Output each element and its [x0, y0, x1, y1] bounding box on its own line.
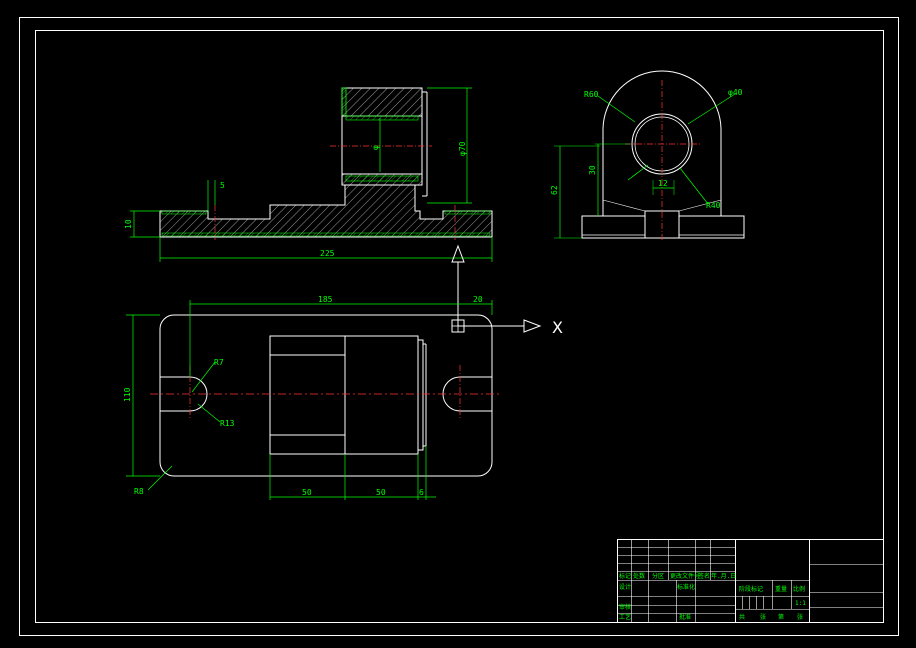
tb-row1-c4: 更改文件号: [670, 572, 700, 580]
top-base-outline: [159, 314, 493, 477]
tb-col-stage: 阶段标记: [739, 585, 763, 593]
tb-row2-c2: 标准化: [677, 583, 695, 591]
inner-border: [35, 30, 884, 623]
dim-r7: R7: [214, 358, 224, 367]
tb-row4-c1: 工艺: [619, 613, 631, 621]
tb-row1-c5: 签名: [698, 572, 710, 580]
top-left-slot: [160, 376, 208, 412]
dim-phi70: φ70: [458, 141, 467, 156]
boss-bushing-top: [341, 87, 347, 117]
top-view: 185 20 110 R7 R13 R8 50 50 6: [123, 295, 500, 500]
dim-10: 10: [124, 219, 133, 229]
dim-r40: R40: [706, 201, 721, 210]
dim-110: 110: [123, 387, 132, 402]
dim-62: 62: [550, 185, 559, 195]
dim-30: 30: [588, 165, 597, 175]
dim-6: 6: [419, 488, 424, 497]
dim-bore: φ: [371, 145, 380, 150]
tb-row1-c3: 分区: [652, 572, 664, 580]
tb-row4-c2: 批准: [679, 613, 691, 621]
top-boss: [269, 335, 419, 455]
dim-225: 225: [320, 249, 335, 258]
tb-col-scale: 比例: [793, 585, 805, 593]
boss-bushing-ring: [345, 175, 419, 182]
tb-row2-c1: 设计: [619, 583, 631, 591]
boss-bore: [341, 115, 423, 175]
tb-footer-3: 第: [778, 613, 784, 621]
boss-top-section: [341, 87, 423, 117]
dim-r60: R60: [584, 90, 599, 99]
side-view: R60 φ40 R40 30 62 12: [550, 70, 745, 242]
dim-r8: R8: [134, 487, 144, 496]
title-block: 标记 处数 分区 更改文件号 签名 年.月.日 设计 标准化 审核 工艺 批准 …: [617, 539, 884, 623]
tb-row1-c6: 年.月.日: [711, 572, 736, 580]
tb-row1-c1: 标记: [619, 572, 631, 580]
dim-50b: 50: [376, 488, 386, 497]
outer-border: [19, 17, 899, 636]
dim-50a: 50: [302, 488, 312, 497]
tb-row3-c1: 审核: [619, 603, 631, 611]
ucs-x-label: X: [552, 318, 563, 337]
dim-5: 5: [220, 181, 225, 190]
tb-scale-value: 1:1: [795, 600, 806, 607]
dim-r13: R13: [220, 419, 235, 428]
tb-row1-c2: 处数: [633, 572, 645, 580]
dim-12: 12: [658, 179, 668, 188]
ucs-icon: X: [451, 244, 563, 337]
tb-footer-2: 张: [760, 613, 766, 621]
dim-phi40: φ40: [728, 88, 743, 97]
tb-footer-4: 张: [797, 613, 803, 621]
dim-185: 185: [318, 295, 333, 304]
boss-bushing-ring2: [345, 115, 419, 121]
dim-20: 20: [473, 295, 483, 304]
tb-col-weight: 重量: [775, 585, 787, 593]
front-view: 225 10 5 φ φ70: [124, 87, 493, 262]
side-body-outline: [602, 70, 722, 215]
front-body-section: [159, 184, 493, 238]
tb-footer-1: 共: [739, 613, 745, 621]
